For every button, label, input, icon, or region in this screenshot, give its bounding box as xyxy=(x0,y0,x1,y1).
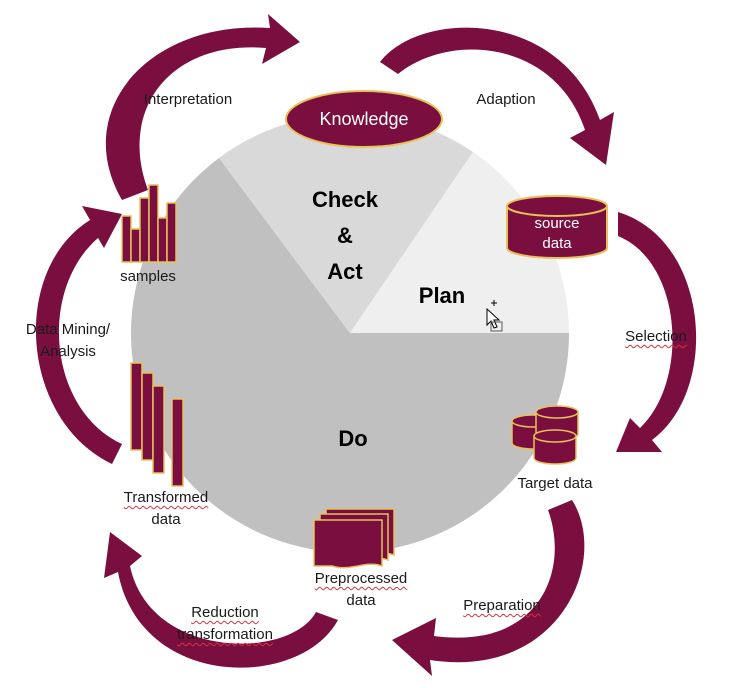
pie-slice-plan xyxy=(350,152,569,333)
phase-do: Do xyxy=(338,426,368,451)
arrow-preparation xyxy=(392,500,585,676)
source-data-label: source data xyxy=(507,214,607,254)
step-reduction-line: transformation xyxy=(177,626,273,643)
arrow-adaption xyxy=(380,27,614,165)
step-selection: Selection xyxy=(625,328,687,345)
arrow-data-mining xyxy=(35,206,122,464)
step-preparation: Preparation xyxy=(463,597,541,614)
target-data-label: Target data xyxy=(517,475,593,492)
preprocessed-data-line: Preprocessed xyxy=(314,570,408,587)
phase-check-act-line: & xyxy=(337,223,353,248)
step-adaption: Adaption xyxy=(476,91,536,108)
pdca-pie xyxy=(131,114,570,553)
phase-plan: Plan xyxy=(418,283,466,308)
samples-bars-icon xyxy=(121,184,177,263)
phase-check-act-line: Act xyxy=(327,259,363,284)
preprocessed-data-label: Preprocessed data xyxy=(296,568,426,612)
step-data-mining-analysis: Data Mining/ Analysis xyxy=(8,319,128,363)
transformed-data-line: data xyxy=(151,511,181,528)
step-interpretation: Interpretation xyxy=(143,91,233,108)
arrow-reduction xyxy=(104,532,338,668)
pie-slice-do xyxy=(131,158,570,553)
phase-check-act: Check & Act xyxy=(295,182,395,290)
samples-label: samples xyxy=(120,268,176,285)
source-data-line: source xyxy=(534,215,580,232)
knowledge-label: Knowledge xyxy=(319,109,409,129)
cycle-arrows xyxy=(35,14,697,676)
preprocessed-data-line: data xyxy=(346,592,376,609)
knowledge-ellipse xyxy=(285,90,443,148)
target-data-cylinders-icon xyxy=(511,405,579,465)
preprocessed-data-sheets-icon xyxy=(313,508,395,569)
transformed-data-label: Transformed data xyxy=(106,487,226,531)
transformed-data-bars-icon xyxy=(130,362,184,487)
source-data-line: data xyxy=(542,235,572,252)
cursor-icon xyxy=(486,300,503,332)
arrow-interpretation xyxy=(105,14,300,200)
step-reduction-line: Reduction xyxy=(191,604,259,621)
step-data-mining-line: Analysis xyxy=(40,343,96,360)
phase-check-act-line: Check xyxy=(311,187,379,212)
transformed-data-line: Transformed xyxy=(123,489,209,506)
source-data-cylinder-icon xyxy=(506,195,608,259)
step-reduction-transformation: Reduction transformation xyxy=(150,602,300,646)
arrow-selection xyxy=(616,212,697,452)
step-data-mining-line: Data Mining/ xyxy=(25,321,111,338)
pie-slice-check-act xyxy=(219,114,473,333)
